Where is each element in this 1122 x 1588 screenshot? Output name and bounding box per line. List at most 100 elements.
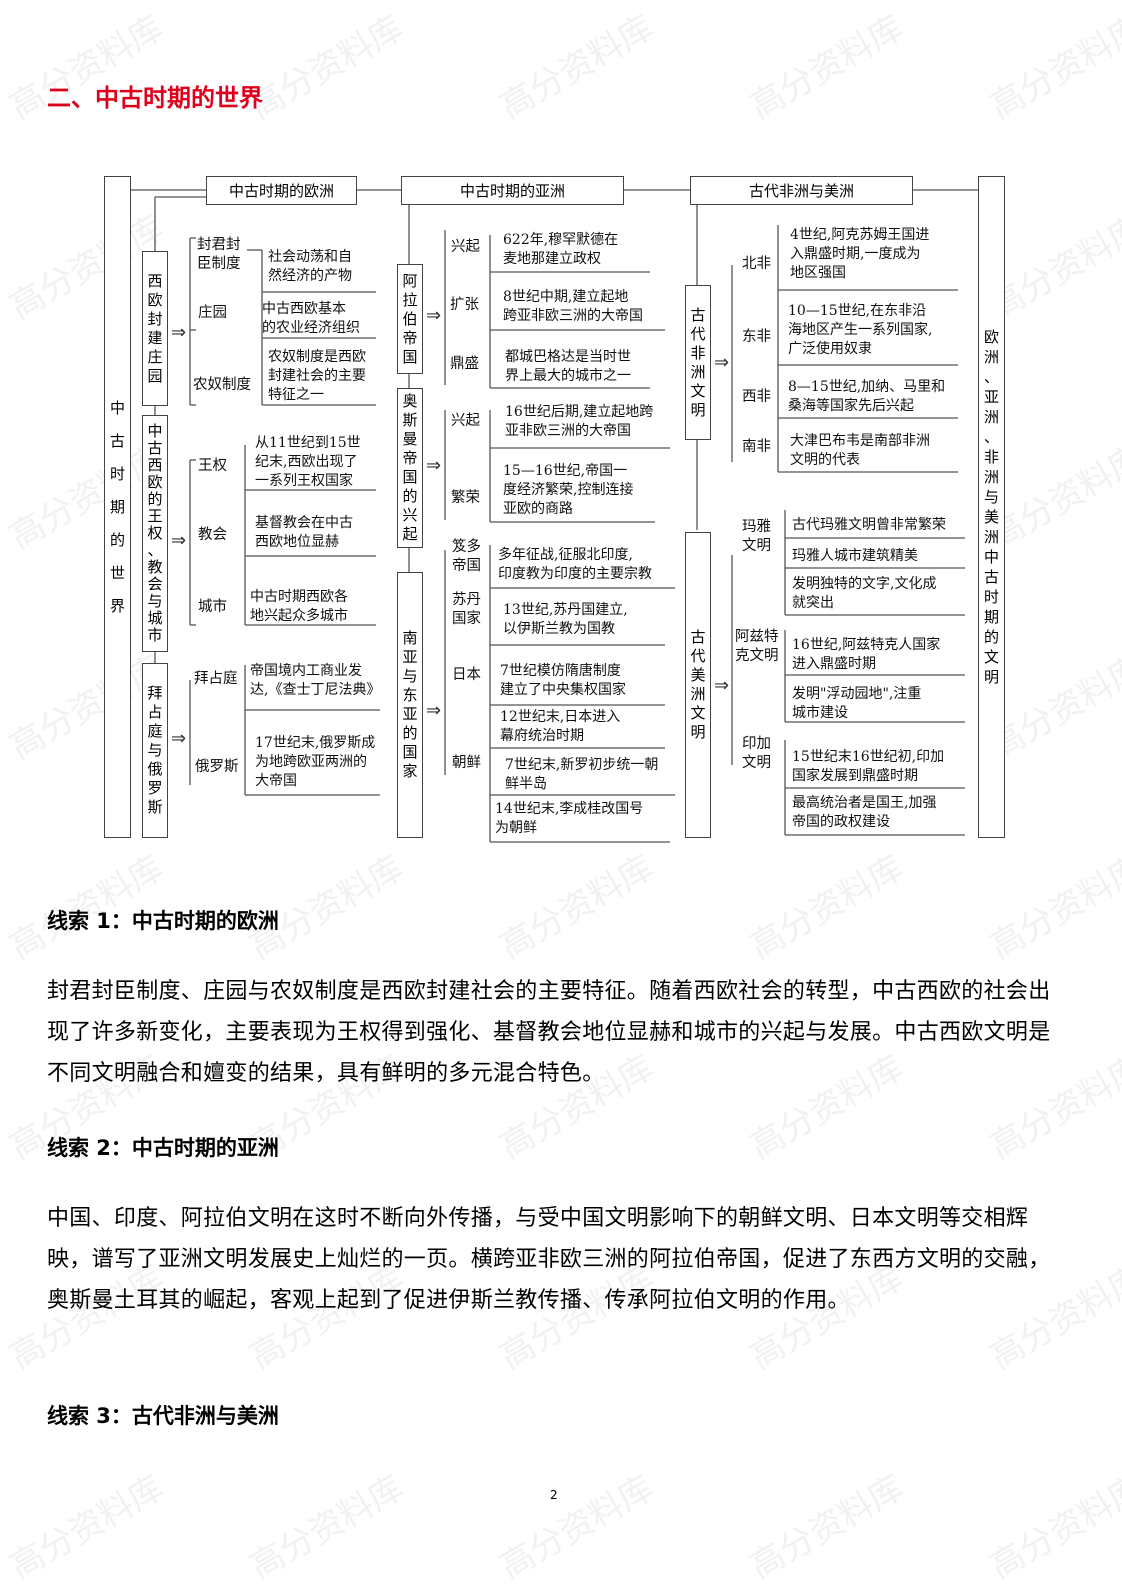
group-title-ancient-africa: 古代非洲文明 <box>685 285 711 440</box>
item-text: 8世纪中期,建立起地 跨亚非欧三洲的大帝国 <box>503 289 643 324</box>
item-label: 北非 <box>742 256 771 272</box>
item-label: 玛雅 文明 <box>742 519 771 554</box>
vertical-char: 中 <box>147 422 163 440</box>
vertical-char: 罗 <box>147 779 163 797</box>
item-label: 苏丹 国家 <box>452 592 481 627</box>
clue-2-paragraph: 中国、印度、阿拉伯文明在这时不断向外传播，与受中国文明影响下的朝鲜文明、日本文明… <box>47 1206 1051 1313</box>
vertical-char: 起 <box>402 525 418 543</box>
arrow-icon: ⇒ <box>171 322 187 343</box>
group-title-ancient-america: 古代美洲文明 <box>685 532 711 838</box>
vertical-char: 曼 <box>402 430 418 448</box>
vertical-char: 西 <box>147 456 163 474</box>
vertical-char: 、 <box>983 368 999 386</box>
clue-1-title: 线索 1：中古时期的欧洲 <box>47 909 279 933</box>
item-text: 中古西欧基本 的农业经济组织 <box>262 301 360 336</box>
vertical-char: 市 <box>147 626 163 644</box>
vertical-char: 南 <box>402 629 418 647</box>
header-asia: 中古时期的亚洲 <box>401 176 624 205</box>
vertical-char: 世 <box>109 563 125 582</box>
item-label: 俄罗斯 <box>195 759 239 775</box>
item-label: 王权 <box>198 458 227 474</box>
vertical-char: 的 <box>983 628 999 646</box>
vertical-char: 亚 <box>402 705 418 723</box>
item-text: 最高统治者是国王,加强 帝国的政权建设 <box>792 795 937 830</box>
vertical-char: 期 <box>983 608 999 626</box>
item-text: 发明独特的文字,文化成 就突出 <box>792 576 937 611</box>
item-text: 13世纪,苏丹国建立, 以伊斯兰教为国教 <box>503 602 628 637</box>
vertical-char: 时 <box>983 588 999 606</box>
arrow-icon: ⇒ <box>426 455 442 476</box>
vertical-char: 洲 <box>983 348 999 366</box>
clue-1-paragraph: 封君封臣制度、庄园与农奴制度是西欧封建社会的主要特征。随着西欧社会的转型，中古西… <box>47 979 1051 1086</box>
vertical-char: 西 <box>147 271 163 290</box>
vertical-char: 古 <box>147 439 163 457</box>
vertical-char: 国 <box>402 468 418 486</box>
clue-2-title: 线索 2：中古时期的亚洲 <box>47 1136 279 1160</box>
item-label: 朝鲜 <box>452 755 481 771</box>
vertical-char: 与 <box>402 667 418 685</box>
vertical-char: 城 <box>147 609 163 627</box>
item-label: 印加 文明 <box>742 736 771 771</box>
vertical-char: 非 <box>983 448 999 466</box>
vertical-char: 的 <box>402 487 418 505</box>
vertical-char: 庄 <box>147 347 163 366</box>
vertical-char: 占 <box>147 703 163 721</box>
vertical-char: 明 <box>690 400 706 419</box>
vertical-char: 的 <box>402 724 418 742</box>
item-text: 发明"浮动园地",注重 城市建设 <box>792 686 922 721</box>
item-text: 多年征战,征服北印度, 印度教为印度的主要宗教 <box>498 547 652 582</box>
vertical-char: 洲 <box>983 408 999 426</box>
vertical-char: 洲 <box>983 468 999 486</box>
vertical-char: 美 <box>690 666 706 684</box>
section-title: 二、中古时期的世界 <box>47 84 263 112</box>
left-title-box: 中古时期的世界 <box>104 176 131 838</box>
vertical-char: 的 <box>147 490 163 508</box>
group-title-kingship-church-city: 中古西欧的王权、教会与城市 <box>142 415 168 652</box>
vertical-char: 建 <box>147 328 163 347</box>
arrow-icon: ⇒ <box>171 728 187 749</box>
vertical-char: 、 <box>147 541 163 559</box>
vertical-char: 文 <box>690 381 706 400</box>
vertical-char: 拜 <box>147 684 163 702</box>
group-title-western-feudal: 西欧封建庄园 <box>142 251 168 406</box>
vertical-char: 亚 <box>402 648 418 666</box>
watermark-text: 高分资料库 <box>493 1467 661 1588</box>
clue-3-title: 线索 3：古代非洲与美洲 <box>47 1404 279 1428</box>
item-text: 社会动荡和自 然经济的产物 <box>268 249 352 284</box>
watermark-text: 高分资料库 <box>243 1467 411 1588</box>
vertical-char: 拉 <box>402 290 418 309</box>
vertical-char: 明 <box>690 723 706 741</box>
vertical-char: 期 <box>109 497 125 516</box>
item-label: 笈多 帝国 <box>452 539 481 574</box>
item-label: 扩张 <box>450 297 479 313</box>
item-text: 8—15世纪,加纳、马里和 桑海等国家先后兴起 <box>788 379 946 414</box>
item-text: 14世纪末,李成桂改国号 为朝鲜 <box>495 801 644 836</box>
vertical-char: 权 <box>147 524 163 542</box>
vertical-char: 教 <box>147 558 163 576</box>
item-label: 兴起 <box>451 239 480 255</box>
vertical-char: 园 <box>147 366 163 385</box>
vertical-char: 欧 <box>147 290 163 309</box>
item-label: 日本 <box>452 667 481 683</box>
vertical-char: 中 <box>109 398 125 417</box>
item-label: 教会 <box>198 527 227 543</box>
diagram-lines <box>131 189 978 843</box>
vertical-char: 伯 <box>402 309 418 328</box>
vertical-char: 俄 <box>147 760 163 778</box>
vertical-char: 中 <box>983 548 999 566</box>
vertical-char: 斯 <box>147 798 163 816</box>
vertical-char: 古 <box>109 431 125 450</box>
item-text: 4世纪,阿克苏姆王国进 入鼎盛时期,一度成为 地区强国 <box>790 227 930 281</box>
vertical-char: 非 <box>690 343 706 362</box>
item-label: 庄园 <box>198 305 227 321</box>
vertical-char: 兴 <box>402 506 418 524</box>
item-label: 鼎盛 <box>450 356 479 372</box>
arrow-icon: ⇒ <box>426 305 442 326</box>
item-label: 城市 <box>198 599 227 615</box>
vertical-char: 洲 <box>690 362 706 381</box>
item-label: 南非 <box>742 439 771 455</box>
arrow-icon: ⇒ <box>426 700 442 721</box>
vertical-char: 庭 <box>147 722 163 740</box>
vertical-char: 、 <box>983 428 999 446</box>
item-label: 阿兹特 克文明 <box>735 629 779 664</box>
